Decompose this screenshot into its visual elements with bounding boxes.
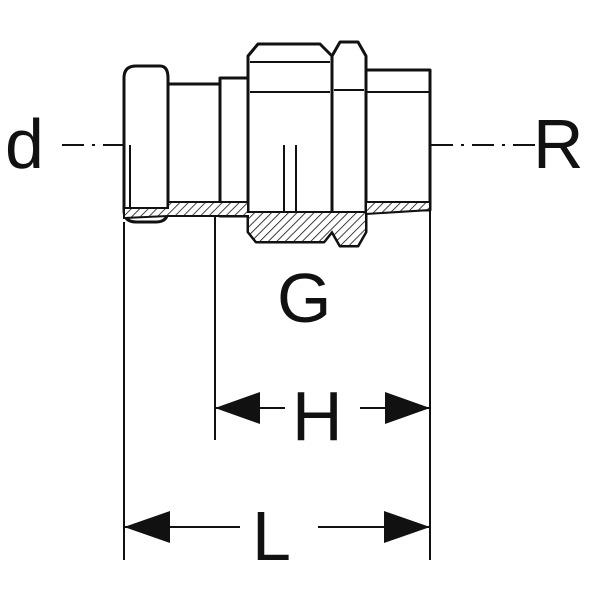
section-hatch: [123, 201, 431, 247]
arrow-left-icon: [215, 392, 260, 424]
label-g: G: [277, 259, 331, 337]
arrow-right-icon: [384, 511, 430, 543]
fitting-body: [122, 40, 432, 248]
arrow-right-icon: [385, 392, 430, 424]
label-l: L: [252, 497, 291, 575]
threaded-end: [364, 68, 432, 212]
dimension-l: [124, 511, 430, 543]
body-collar: [218, 76, 250, 218]
label-h: H: [292, 377, 343, 455]
body-section: [166, 82, 222, 216]
arrow-left-icon: [124, 511, 170, 543]
extension-lines: [123, 210, 431, 560]
label-d: d: [5, 105, 44, 183]
dimension-h: [215, 392, 430, 424]
label-r: R: [533, 105, 584, 183]
